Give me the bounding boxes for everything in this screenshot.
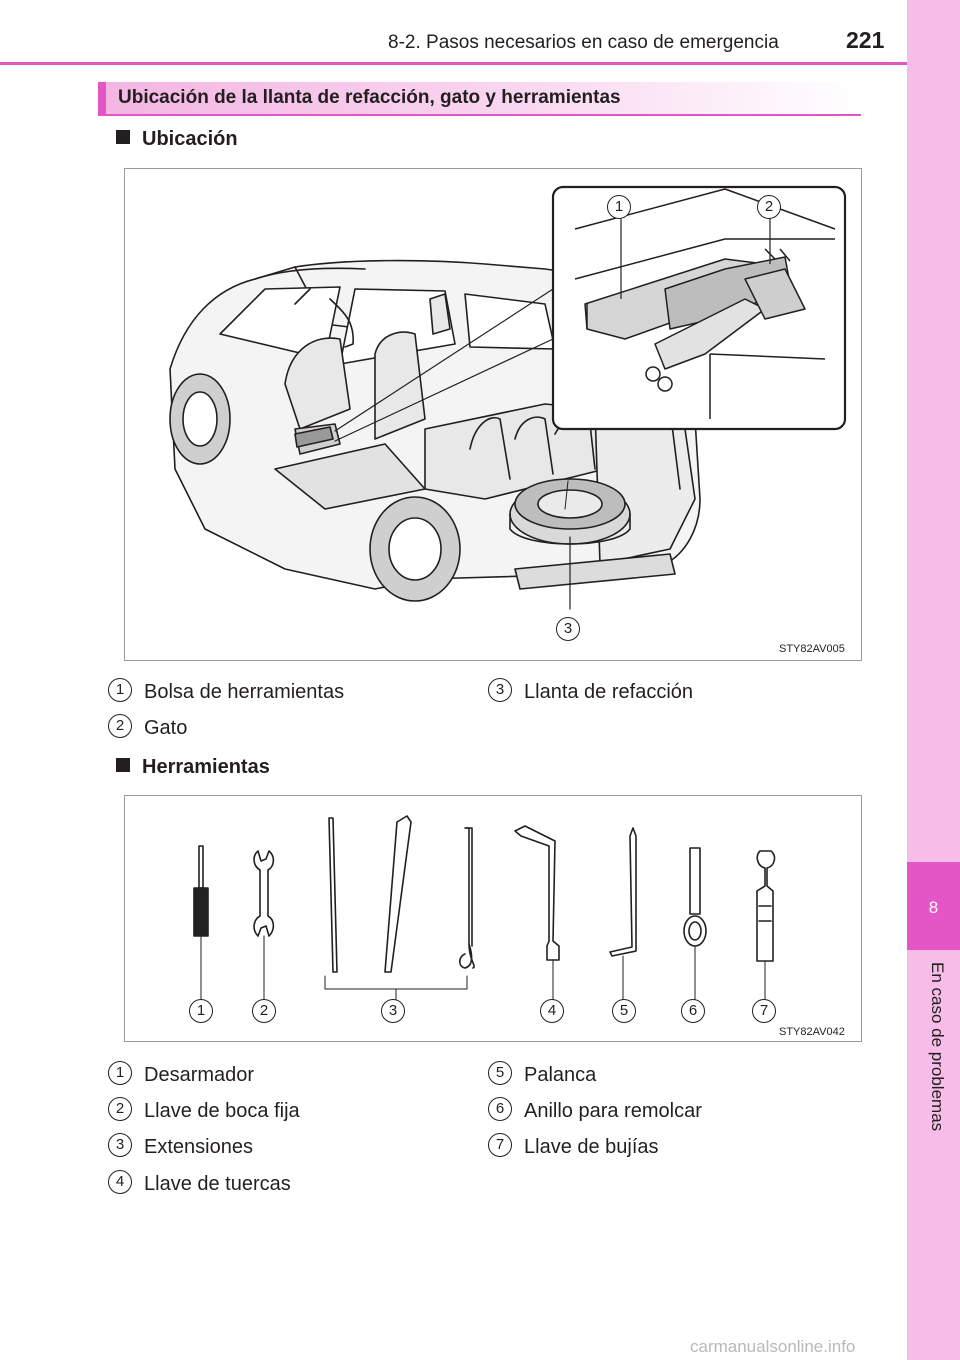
tool-callout-4: 4 xyxy=(540,999,564,1023)
callout-3: 3 xyxy=(556,617,580,641)
figure-code: STY82AV042 xyxy=(779,1026,845,1038)
legend-badge: 1 xyxy=(108,1061,132,1085)
bullet-square-icon xyxy=(116,758,130,772)
legend-label-tool-bag: Bolsa de herramientas xyxy=(144,681,345,703)
jack-inset-detail xyxy=(551,185,847,431)
chapter-side-tab: 8 En caso de problemas xyxy=(907,0,960,1360)
running-header-title: 8-2. Pasos necesarios en caso de emergen… xyxy=(388,32,779,53)
legend-badge: 2 xyxy=(108,1097,132,1121)
tool-callout-5: 5 xyxy=(612,999,636,1023)
section-title-bar: Ubicación de la llanta de refacción, gat… xyxy=(98,82,861,116)
legend-badge: 3 xyxy=(488,678,512,702)
legend-badge: 1 xyxy=(108,678,132,702)
tools-illustration xyxy=(193,815,776,1012)
lug-wrench-icon xyxy=(514,825,560,961)
tool-callout-7: 7 xyxy=(752,999,776,1023)
location-heading: Ubicación xyxy=(116,128,238,151)
tool-callout-3: 3 xyxy=(381,999,405,1023)
legend-badge: 5 xyxy=(488,1061,512,1085)
legend-label-screwdriver: Desarmador xyxy=(144,1064,255,1086)
tool-callout-2: 2 xyxy=(252,999,276,1023)
tool-callout-6: 6 xyxy=(681,999,705,1023)
tools-figure: 1 2 3 4 5 6 7 STY82AV042 xyxy=(124,795,862,1042)
car-cutaway-illustration xyxy=(169,185,847,610)
section-title: Ubicación de la llanta de refacción, gat… xyxy=(118,87,621,108)
screwdriver-icon xyxy=(198,845,204,889)
extension-bar-icon xyxy=(328,817,338,973)
legend-label-lever: Palanca xyxy=(524,1064,597,1086)
chapter-number-box xyxy=(907,862,960,950)
legend-label-spare-tire: Llanta de refacción xyxy=(524,681,694,703)
legend-badge: 7 xyxy=(488,1133,512,1157)
callout-2: 2 xyxy=(757,195,781,219)
legend-label-jack: Gato xyxy=(144,717,188,739)
tools-heading-text: Herramientas xyxy=(142,756,270,778)
header-rule xyxy=(0,62,907,65)
legend-badge: 4 xyxy=(108,1170,132,1194)
legend-badge: 2 xyxy=(108,714,132,738)
open-end-wrench-icon xyxy=(253,850,275,937)
legend-label-lug-wrench: Llave de tuercas xyxy=(144,1173,291,1195)
legend-badge: 3 xyxy=(108,1133,132,1157)
watermark: carmanualsonline.info xyxy=(690,1337,856,1356)
legend-label-towing-eyelet: Anillo para remolcar xyxy=(524,1100,702,1122)
chapter-title: En caso de problemas xyxy=(928,962,947,1132)
legend-label-extensions: Extensiones xyxy=(144,1136,253,1158)
figure-code: STY82AV005 xyxy=(779,643,845,655)
tool-callout-1: 1 xyxy=(189,999,213,1023)
chapter-number: 8 xyxy=(928,898,939,917)
location-heading-text: Ubicación xyxy=(142,128,238,150)
towing-eyelet-icon xyxy=(689,847,701,915)
page-number: 221 xyxy=(846,27,885,53)
bullet-square-icon xyxy=(116,130,130,144)
callout-1: 1 xyxy=(607,195,631,219)
tools-heading: Herramientas xyxy=(116,756,270,779)
lever-icon xyxy=(609,827,637,957)
legend-badge: 6 xyxy=(488,1097,512,1121)
legend-label-spark-plug-wrench: Llave de bujías xyxy=(524,1136,659,1158)
location-figure: 1 2 3 STY82AV005 xyxy=(124,168,862,661)
legend-label-open-end-wrench: Llave de boca fija xyxy=(144,1100,300,1122)
